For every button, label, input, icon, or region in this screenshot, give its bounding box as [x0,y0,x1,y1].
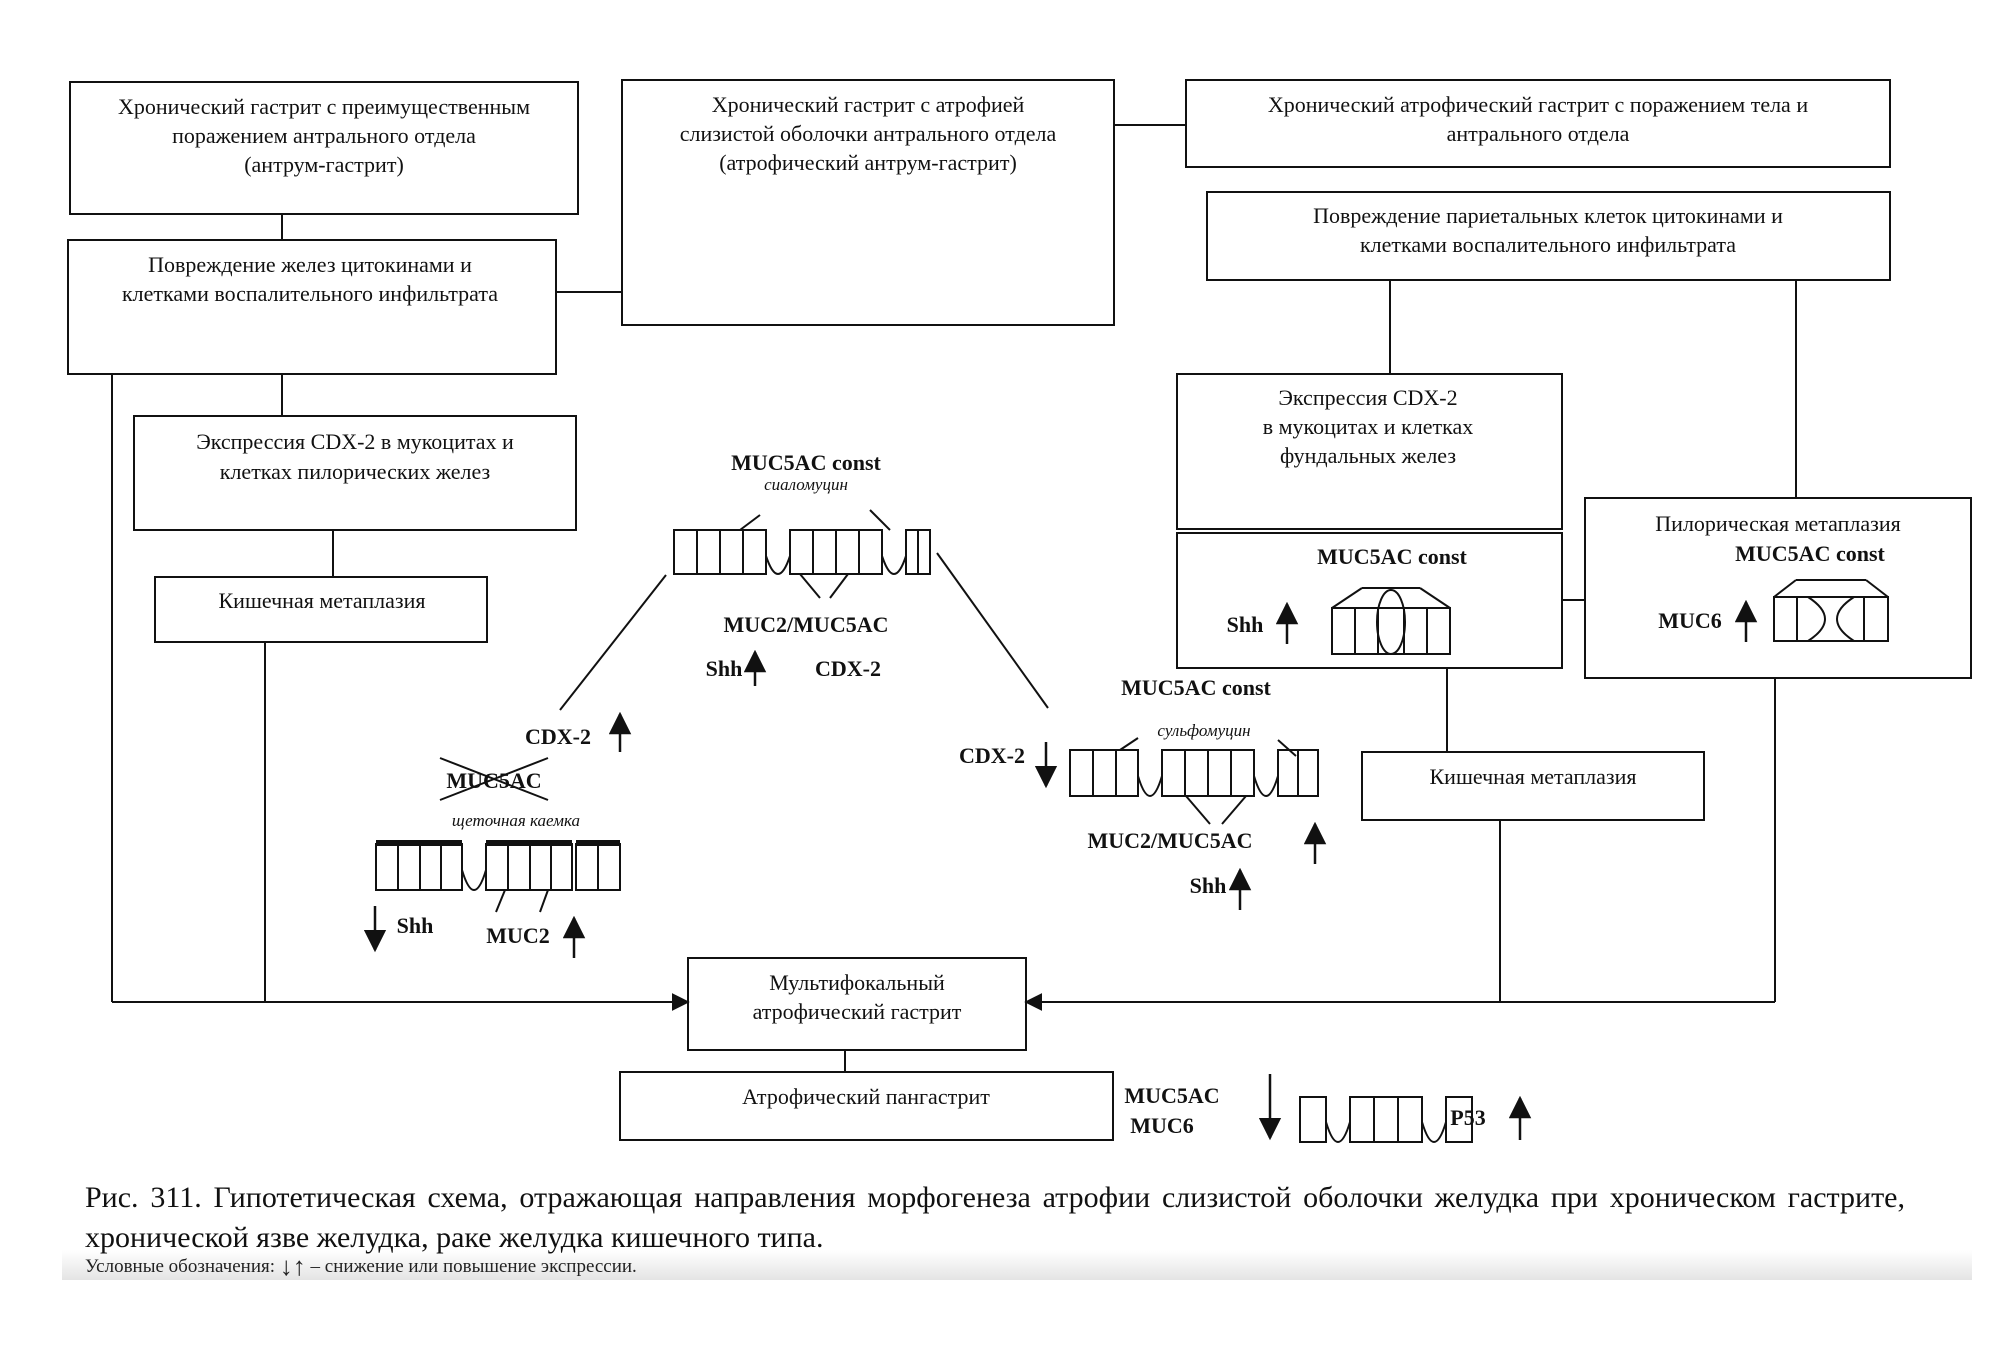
left-crossout-mark [439,757,549,801]
fundic-cells-strip [1331,587,1451,655]
bottom-cell-group: MUC5AC MUC6 P53 [1124,1083,1486,1144]
left-cdx2-label: CDX-2 [525,724,591,749]
box-gland-damage-line-2: клетками воспалительного инфильтрата [122,281,498,306]
box-antrum-gastritis: Хронический гастрит с преимущественным п… [118,94,530,177]
center-cell-group: MUC5AC const сиаломуцин MUC2/MUC5AC Shh … [673,450,931,681]
center-cdx2-label: CDX-2 [815,656,881,681]
box-cdx2-pyloric-line-2: клетках пилорических желез [220,459,490,484]
left-shh-label: Shh [397,913,434,938]
box-cdx2-fundic: Экспрессия CDX-2 в мукоцитах и клетках ф… [1263,385,1474,468]
box-frames [67,79,1972,1141]
center-shh-label: Shh [706,656,743,681]
center-muc5ac-const-label: MUC5AC const [731,450,881,475]
pyloric-cell-group: MUC5AC const MUC6 [1658,541,1889,642]
box-intestinal-metaplasia-left: Кишечная метаплазия [219,588,426,613]
left-cells-strip [375,843,621,913]
right-muc2-muc5ac-label: MUC2/MUC5AC [1088,828,1253,853]
right-cell-group: MUC5AC const сульфомуцин CDX-2 MUC2/MUC5… [959,675,1319,898]
box-cdx2-pyloric-line-1: Экспрессия CDX-2 в мукоцитах и [196,429,514,454]
box-multifocal: Мультифокальный атрофический гастрит [753,970,962,1024]
box-atrophic-antrum-line-1: Хронический гастрит с атрофией [712,92,1025,117]
box-parietal-damage-line-1: Повреждение париетальных клеток цитокина… [1313,203,1783,228]
pyloric-muc5ac-const-label: MUC5AC const [1735,541,1885,566]
box-atrophic-antrum-line-3: (атрофический антрум-гастрит) [719,150,1017,175]
box-body-antrum: Хронический атрофический гастрит с пораж… [1268,92,1808,146]
bottom-p53-label: P53 [1450,1105,1485,1130]
fundic-shh-label: Shh [1227,612,1264,637]
box-pyloric-metaplasia: Пилорическая метаплазия [1655,511,1900,536]
connector-lines [111,124,1797,1072]
box-intestinal-metaplasia-right: Кишечная метаплазия [1430,764,1637,789]
fundic-cell-group: MUC5AC const Shh [1227,544,1468,655]
box-cdx2-pyloric: Экспрессия CDX-2 в мукоцитах и клетках п… [196,429,514,484]
box-atrophic-antrum-line-2: слизистой оболочки антрального отдела [680,121,1057,146]
box-cdx2-fundic-line-1: Экспрессия CDX-2 [1278,385,1457,410]
box-multifocal-line-1: Мультифокальный [769,970,945,995]
fundic-muc5ac-const-label: MUC5AC const [1317,544,1467,569]
right-cells-strip [1069,737,1319,825]
expression-arrows [363,599,1758,1141]
right-cdx2-label: CDX-2 [959,743,1025,768]
left-muc5ac-crossed-label: MUC5AC [446,768,541,793]
pyloric-cells-strip [1773,579,1889,642]
box-antrum-gastritis-line-2: поражением антрального отдела [172,123,476,148]
box-atrophic-pangastritis: Атрофический пангастрит [742,1084,990,1109]
legend-arrows-icon: ↓↑ [279,1252,306,1281]
brush-border-label: щеточная каемка [452,811,580,830]
left-cell-group: CDX-2 MUC5AC щеточная каемка Shh [375,724,621,948]
sialomucin-label: сиаломуцин [764,475,848,494]
box-multifocal-line-2: атрофический гастрит [753,999,962,1024]
box-gland-damage: Повреждение желез цитокинами и клетками … [122,252,498,306]
box-antrum-gastritis-line-3: (антрум-гастрит) [244,152,404,177]
legend-prefix: Условные обозначения: [85,1256,276,1277]
center-cells-strip [673,509,931,599]
box-parietal-damage-line-2: клетками воспалительного инфильтрата [1360,232,1736,257]
pyloric-muc6-label: MUC6 [1658,608,1722,633]
center-muc2-muc5ac-label: MUC2/MUC5AC [724,612,889,637]
box-cdx2-fundic-line-3: фундальных желез [1280,443,1456,468]
bottom-cells-strip [1299,1096,1473,1144]
box-body-antrum-line-2: антрального отдела [1447,121,1630,146]
box-parietal-damage: Повреждение париетальных клеток цитокина… [1313,203,1783,257]
figure-caption: Рис. 311. Гипотетическая схема, отражающ… [85,1181,1905,1254]
box-cdx2-fundic-line-2: в мукоцитах и клетках [1263,414,1474,439]
box-gland-damage-line-1: Повреждение желез цитокинами и [148,252,472,277]
scan-shadow-bar [62,1250,1972,1280]
left-muc2-label: MUC2 [486,923,550,948]
box-atrophic-antrum: Хронический гастрит с атрофией слизистой… [680,92,1057,175]
bottom-muc5ac-label: MUC5AC [1124,1083,1219,1108]
box-antrum-gastritis-line-1: Хронический гастрит с преимущественным [118,94,530,119]
legend-suffix: – снижение или повышение экспрессии. [310,1256,637,1277]
bottom-muc6-label: MUC6 [1130,1113,1194,1138]
box-body-antrum-line-1: Хронический атрофический гастрит с пораж… [1268,92,1808,117]
right-shh-label: Shh [1190,873,1227,898]
sulfomucin-label: сульфомуцин [1157,721,1250,740]
right-muc5ac-const-label: MUC5AC const [1121,675,1271,700]
figure-legend: Условные обозначения: ↓↑ – снижение или … [85,1252,637,1282]
